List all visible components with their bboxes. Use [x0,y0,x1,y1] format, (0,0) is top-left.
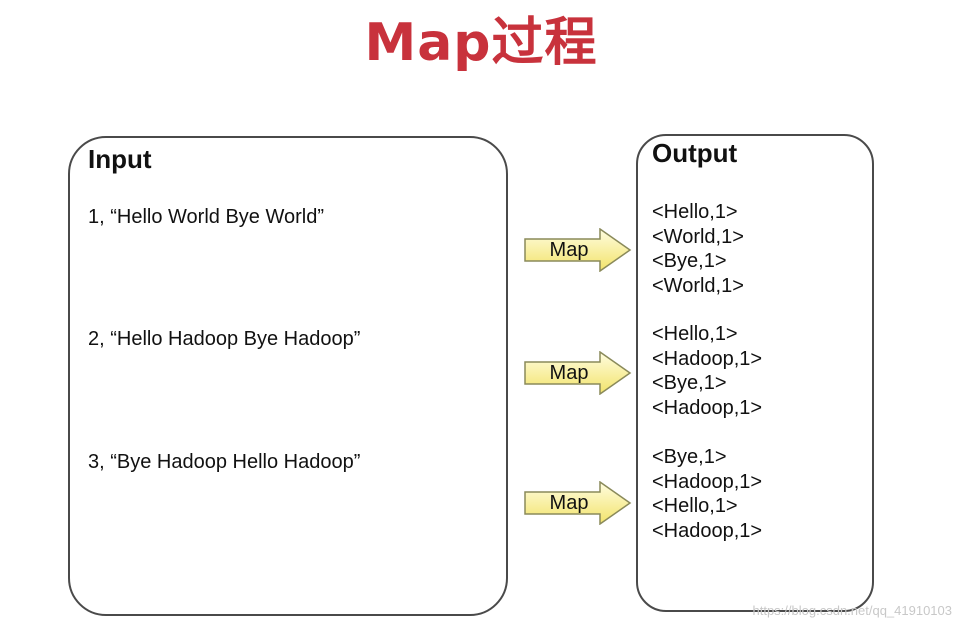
arrow-right-icon [524,228,632,272]
map-label-2: Map [549,362,589,384]
arrow-right-icon [524,481,632,525]
arrow-right-icon [524,351,632,395]
input-line-2: 2, “Hello Hadoop Bye Hadoop” [88,328,361,350]
output-pair: <World,1> [652,225,744,248]
input-heading: Input [88,144,152,174]
input-line-3: 3, “Bye Hadoop Hello Hadoop” [88,451,361,473]
map-arrow-1: Map [524,228,632,272]
output-panel: Output <Hello,1> <World,1> <Bye,1> <Worl… [636,134,874,612]
output-pair: <Bye,1> [652,372,727,394]
output-pair: <Hello,1> [652,323,738,345]
output-pair: <Hadoop,1> [652,347,763,370]
output-pair: <World,1> [652,274,744,297]
map-arrow-3: Map [524,481,632,525]
output-group-2: <Hello,1> <Hadoop,1> <Bye,1> <Hadoop,1> [652,322,762,420]
output-pair: <Bye,1> [652,250,727,272]
output-pair: <Hello,1> [652,201,738,223]
input-panel: Input 1, “Hello World Bye World” 2, “Hel… [68,136,508,616]
output-pair: <Hadoop,1> [652,396,763,419]
map-arrow-2: Map [524,351,632,395]
output-group-1: <Hello,1> <World,1> <Bye,1> <World,1> [652,200,744,298]
output-pair: <Hello,1> [652,495,738,517]
output-pair: <Hadoop,1> [652,470,763,493]
diagram-title: Map过程 [364,13,598,73]
output-heading: Output [652,138,738,168]
output-group-3: <Bye,1> <Hadoop,1> <Hello,1> <Hadoop,1> [652,445,762,543]
output-pair: <Bye,1> [652,446,727,468]
watermark: https://blog.csdn.net/qq_41910103 [752,603,953,618]
map-label-3: Map [549,492,589,514]
input-line-1: 1, “Hello World Bye World” [88,206,324,228]
output-pair: <Hadoop,1> [652,519,763,542]
map-label-1: Map [549,239,589,261]
